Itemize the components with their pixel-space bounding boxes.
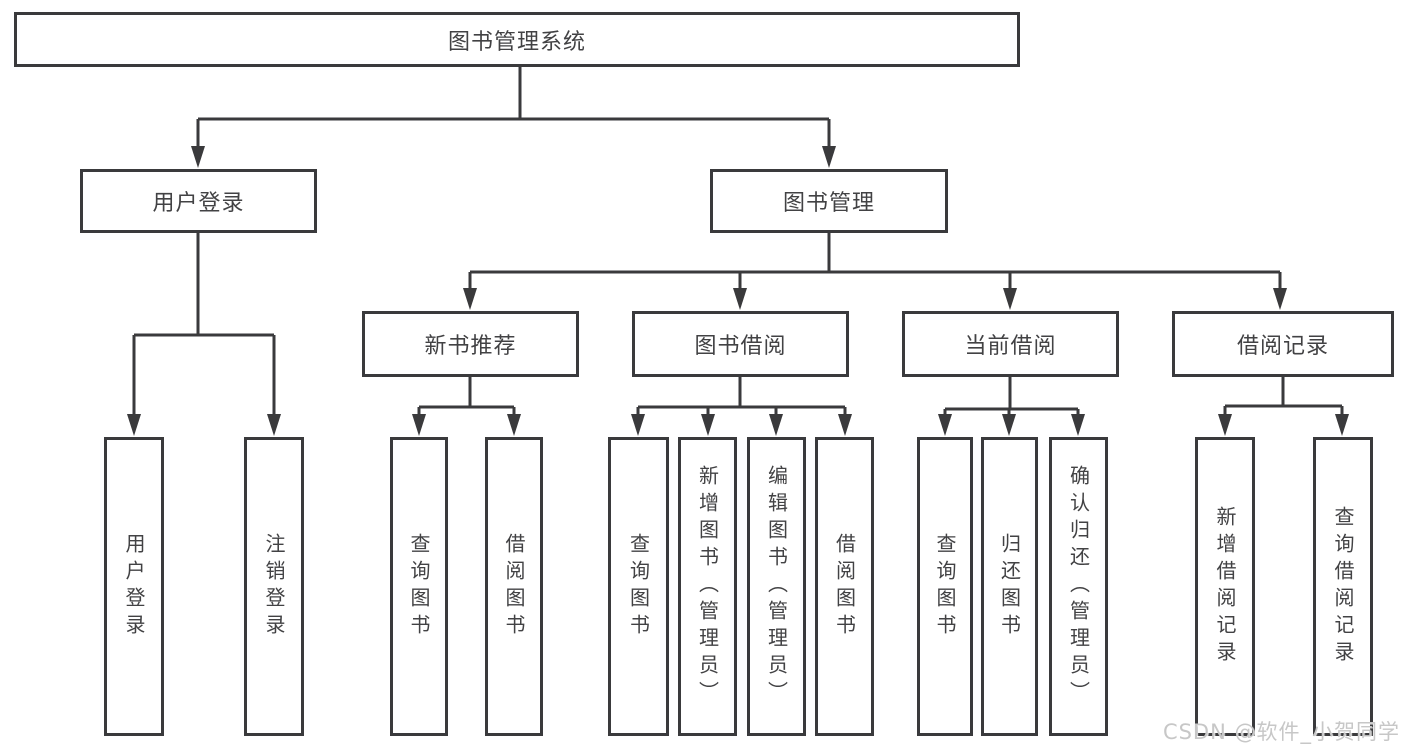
node-new-books: 新书推荐 [362, 311, 579, 377]
node-current-borrow: 当前借阅 [902, 311, 1119, 377]
node-new-books-label: 新书推荐 [424, 334, 517, 359]
leaf-borrow-query-label: 查询图书 [626, 532, 651, 641]
leaf-borrow-query: 查询图书 [608, 437, 669, 736]
leaf-current-confirm: 确认归还（管理员） [1049, 437, 1108, 736]
leaf-logout: 注销登录 [244, 437, 304, 736]
node-book-borrow-label: 图书借阅 [694, 334, 787, 359]
leaf-newbooks-query: 查询图书 [390, 437, 448, 736]
leaf-logout-label: 注销登录 [262, 532, 286, 641]
leaf-newbooks-borrow-label: 借阅图书 [502, 532, 526, 641]
node-borrow-records-label: 借阅记录 [1236, 334, 1329, 359]
leaf-user-login: 用户登录 [104, 437, 164, 736]
node-borrow-records: 借阅记录 [1172, 311, 1394, 377]
node-user-login-label: 用户登录 [152, 191, 245, 216]
leaf-current-return-label: 归还图书 [997, 532, 1022, 641]
leaf-newbooks-query-label: 查询图书 [407, 532, 431, 641]
leaf-records-query-label: 查询借阅记录 [1331, 505, 1355, 668]
leaf-records-add: 新增借阅记录 [1195, 437, 1255, 736]
leaf-borrow-add: 新增图书（管理员） [678, 437, 737, 736]
leaf-borrow-edit-label: 编辑图书（管理员） [764, 465, 789, 708]
node-book-borrow: 图书借阅 [632, 311, 849, 377]
node-root: 图书管理系统 [14, 12, 1020, 67]
leaf-borrow-borrow-label: 借阅图书 [832, 532, 857, 641]
leaf-current-confirm-label: 确认归还（管理员） [1066, 465, 1091, 708]
node-current-borrow-label: 当前借阅 [964, 334, 1057, 359]
csdn-watermark: CSDN @软件_小贺同学 [1162, 720, 1400, 744]
leaf-borrow-edit: 编辑图书（管理员） [747, 437, 806, 736]
leaf-records-add-label: 新增借阅记录 [1213, 505, 1237, 668]
leaf-records-query: 查询借阅记录 [1313, 437, 1373, 736]
node-root-label: 图书管理系统 [447, 29, 586, 55]
node-book-management: 图书管理 [710, 169, 948, 233]
leaf-current-query: 查询图书 [917, 437, 973, 736]
node-book-management-label: 图书管理 [782, 191, 875, 216]
leaf-current-query-label: 查询图书 [933, 532, 957, 641]
leaf-user-login-label: 用户登录 [122, 532, 146, 641]
leaf-borrow-add-label: 新增图书（管理员） [695, 465, 720, 708]
leaf-current-return: 归还图书 [981, 437, 1038, 736]
leaf-newbooks-borrow: 借阅图书 [485, 437, 543, 736]
leaf-borrow-borrow: 借阅图书 [815, 437, 874, 736]
node-user-login: 用户登录 [80, 169, 317, 233]
